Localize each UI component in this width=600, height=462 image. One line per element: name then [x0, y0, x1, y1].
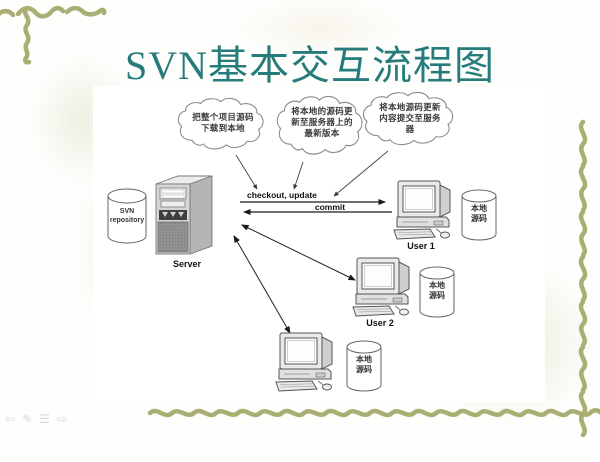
local-source-label-3: 本地 源码	[356, 355, 372, 374]
cloud-1-text: 把整个项目源码 下载到本地	[192, 112, 254, 133]
cloud-shape-2	[276, 95, 363, 155]
server-user2-arrow	[241, 224, 356, 281]
cloud-shape-3	[362, 91, 454, 146]
presenter-controls: ⇦ ✎ ☰ ⇨	[5, 413, 67, 425]
user2-computer	[352, 257, 410, 317]
cloud-2-text: 将本地的源码更 新至服务器上的 最新版本	[291, 106, 353, 138]
cloud-3-text: 将本地源码更新 内容提交至服务 器	[379, 102, 441, 134]
back-arrow-icon[interactable]: ⇦	[5, 412, 16, 426]
forward-arrow-icon[interactable]: ⇨	[56, 412, 67, 426]
local-source-cylinder-3	[346, 340, 382, 392]
menu-icon[interactable]: ☰	[39, 412, 50, 426]
repository-label: SVN repository	[109, 208, 145, 224]
local-source-label-2: 本地 源码	[429, 281, 445, 300]
local-source-label-1: 本地 源码	[471, 204, 487, 223]
user3-computer	[275, 332, 333, 392]
user1-computer	[393, 180, 451, 240]
cloud-shape-1	[177, 97, 264, 150]
server-tower	[155, 175, 213, 255]
slide-title: SVN基本交互流程图	[124, 43, 496, 88]
cloud-pointer-line-1	[235, 154, 258, 190]
user1-label: User 1	[407, 241, 435, 251]
cloud-pointer-line-2	[293, 161, 304, 190]
user2-label: User 2	[366, 318, 394, 328]
server-user3-arrow	[233, 235, 291, 334]
cloud-pointer-line-3	[333, 150, 389, 197]
checkout-arrow-label: checkout, update	[247, 190, 317, 200]
pen-icon[interactable]: ✎	[22, 412, 33, 426]
commit-arrow-label: commit	[314, 202, 346, 212]
server-label: Server	[172, 259, 202, 269]
